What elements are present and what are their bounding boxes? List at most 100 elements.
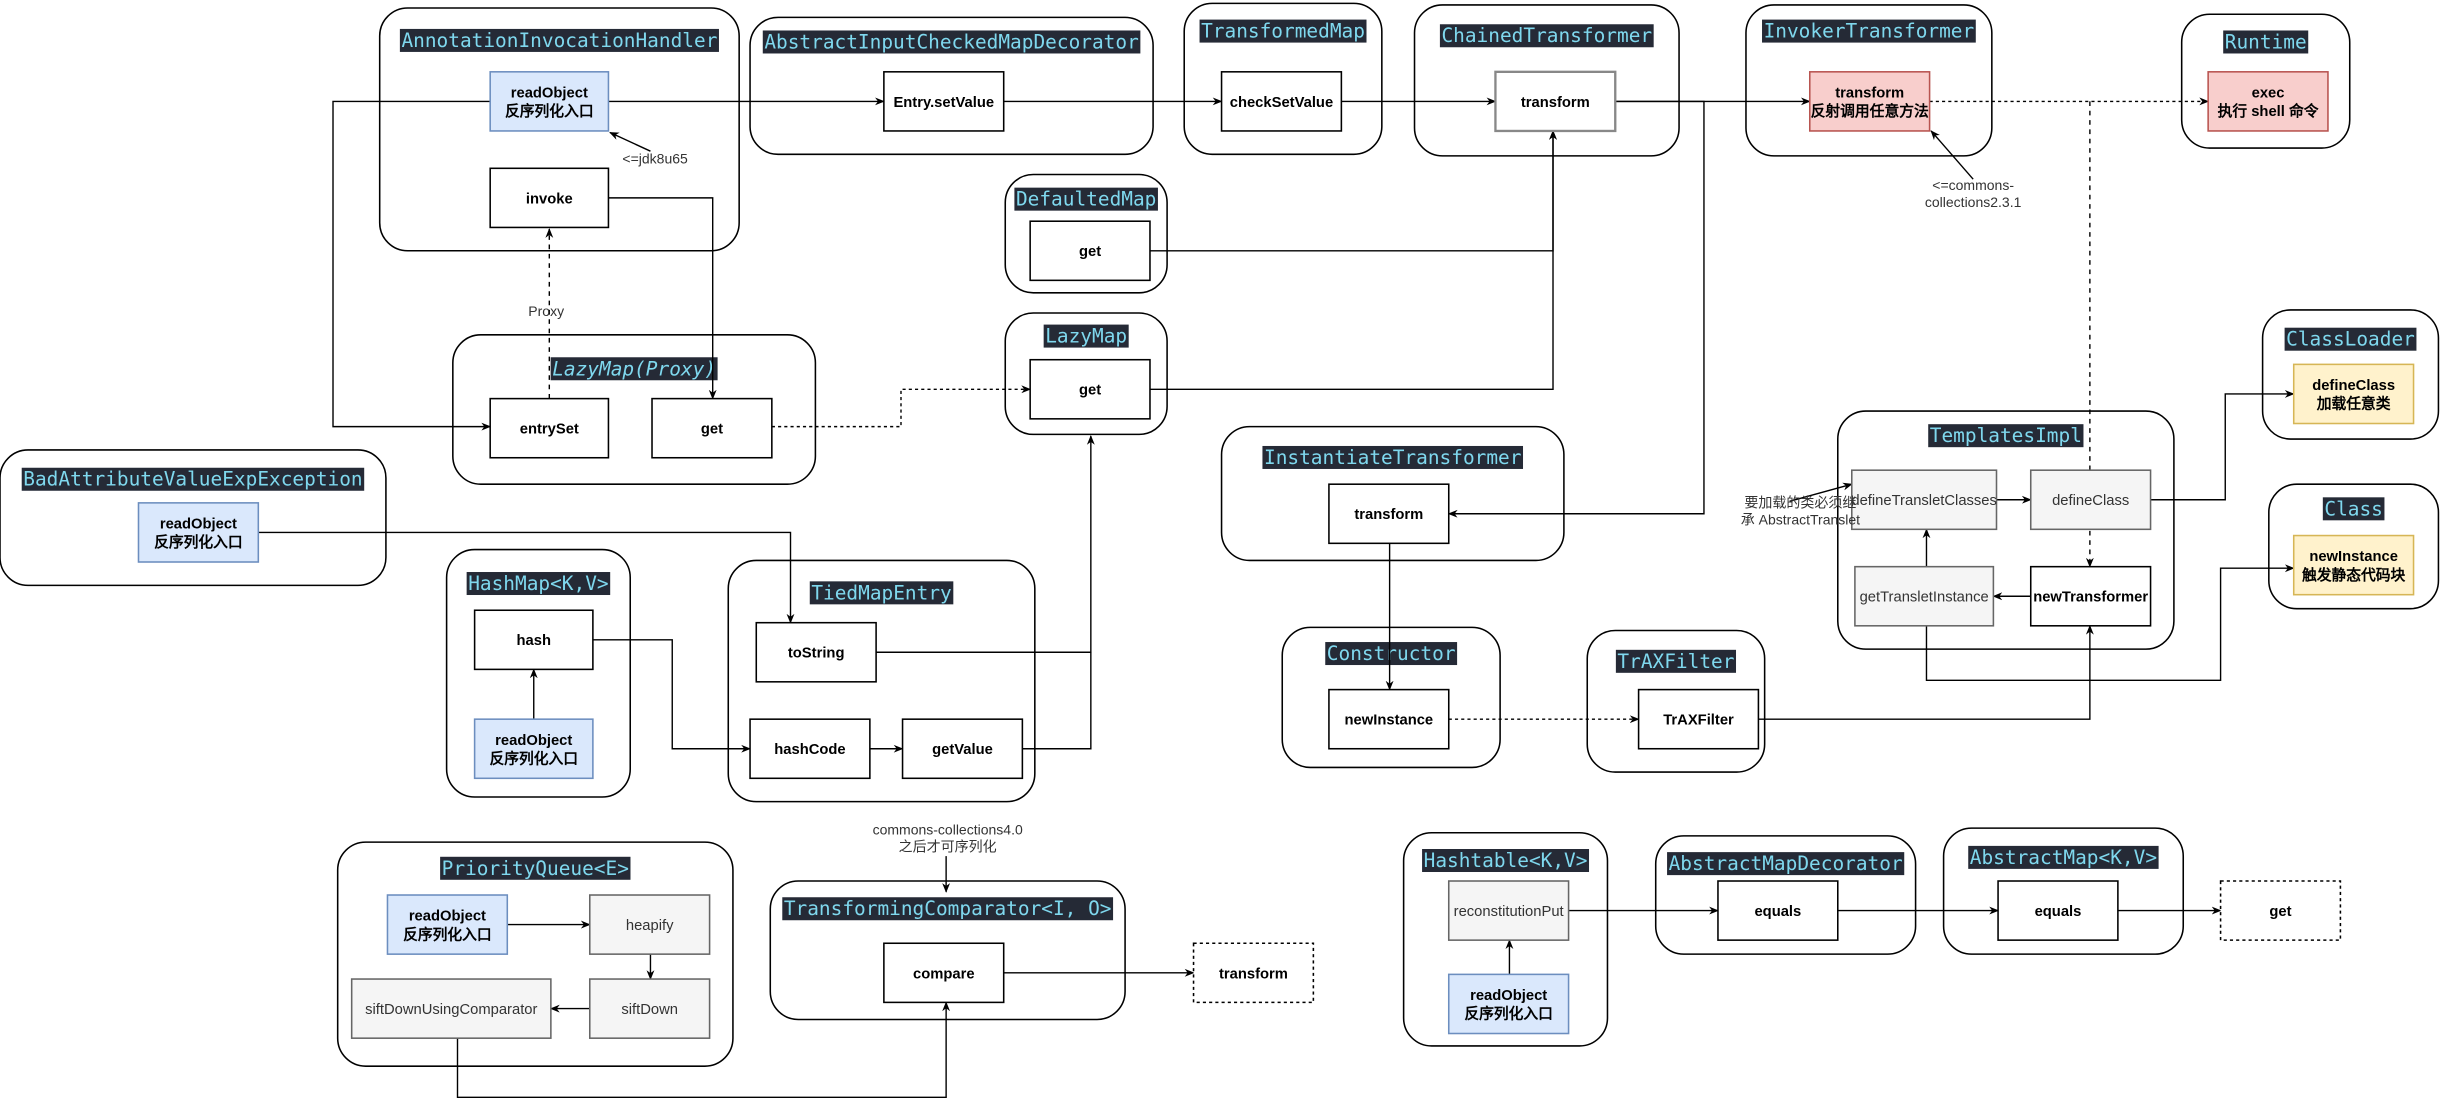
method-node-tr-axfilter[interactable]: TrAXFilter <box>1637 688 1760 750</box>
method-node-new-transformer[interactable]: newTransformer <box>2029 565 2152 627</box>
method-box[interactable] <box>901 718 1024 780</box>
method-box[interactable] <box>1637 688 1760 750</box>
method-name: getTransletInstance <box>1860 590 1989 606</box>
method-box[interactable] <box>489 167 610 229</box>
method-box[interactable] <box>651 397 773 459</box>
method-box[interactable] <box>755 621 877 683</box>
method-box[interactable] <box>2292 363 2415 425</box>
method-box[interactable] <box>1997 880 2119 941</box>
method-box[interactable] <box>1192 942 1315 1004</box>
method-node-entry-set-value[interactable]: Entry.setValue <box>883 71 1005 132</box>
method-node-get[interactable]: get <box>1029 220 1151 282</box>
method-box[interactable] <box>2207 71 2329 132</box>
method-node-sift-down-using-comparator[interactable]: siftDownUsingComparator <box>350 978 552 1039</box>
method-box[interactable] <box>489 71 610 132</box>
method-node-entry-set[interactable]: entrySet <box>489 397 610 459</box>
method-node-get[interactable]: get <box>1029 358 1151 420</box>
method-node-get[interactable]: get <box>651 397 773 459</box>
method-node-sift-down[interactable]: siftDown <box>588 978 711 1039</box>
method-name: siftDownUsingComparator <box>365 1002 537 1018</box>
method-box[interactable] <box>883 71 1005 132</box>
class-title-bg <box>809 581 954 605</box>
method-node-hash[interactable]: hash <box>473 609 594 671</box>
method-node-equals[interactable]: equals <box>1717 880 1839 941</box>
method-node-compare[interactable]: compare <box>883 942 1005 1004</box>
method-box[interactable] <box>473 718 594 780</box>
method-box[interactable] <box>1029 358 1151 420</box>
method-node-to-string[interactable]: toString <box>755 621 877 683</box>
method-box[interactable] <box>2292 534 2415 596</box>
method-node-transform[interactable]: transform <box>1328 483 1450 545</box>
class-title-bg <box>762 30 1141 54</box>
method-box[interactable] <box>137 502 260 563</box>
method-name: reconstitutionPut <box>1454 904 1564 920</box>
method-node-invoke[interactable]: invoke <box>489 167 610 229</box>
method-box[interactable] <box>749 718 871 780</box>
class-title-bg <box>466 572 611 596</box>
method-node-get[interactable]: get <box>2219 880 2342 941</box>
method-node-check-set-value[interactable]: checkSetValue <box>1220 71 1343 132</box>
method-box[interactable] <box>350 978 552 1039</box>
class-title: TransformingComparator<I, O> <box>784 897 1112 920</box>
class-title-bg <box>1928 424 2084 448</box>
method-box[interactable] <box>1717 880 1839 941</box>
method-box[interactable] <box>1328 483 1450 545</box>
method-box[interactable] <box>1029 220 1151 282</box>
method-box[interactable] <box>883 942 1005 1004</box>
method-description: 反射调用任意方法 <box>1811 102 1929 120</box>
method-box[interactable] <box>1328 688 1450 750</box>
method-box[interactable] <box>588 894 711 955</box>
method-box[interactable] <box>2219 880 2342 941</box>
method-node-define-translet-classes[interactable]: defineTransletClasses <box>1851 469 1998 531</box>
method-box[interactable] <box>386 894 509 955</box>
method-box[interactable] <box>2029 469 2152 531</box>
call-edge <box>1789 482 1853 502</box>
method-box[interactable] <box>1851 469 1998 531</box>
method-node-transform[interactable]: transform <box>1192 942 1315 1004</box>
method-node-new-instance[interactable]: newInstance <box>1328 688 1450 750</box>
method-node-reconstitution-put[interactable]: reconstitutionPut <box>1447 880 1570 941</box>
method-name: Entry.setValue <box>893 95 994 111</box>
method-node-transform[interactable]: transform <box>1494 70 1617 133</box>
method-name: readObject <box>511 86 588 102</box>
class-title-bg <box>1014 187 1158 211</box>
class-title-bg <box>550 357 718 381</box>
method-name: get <box>2269 904 2291 920</box>
class-title: TemplatesImpl <box>1930 424 2082 447</box>
method-node-heapify[interactable]: heapify <box>588 894 711 955</box>
class-title-bg <box>782 897 1114 921</box>
method-box[interactable] <box>489 397 610 459</box>
method-box[interactable] <box>473 609 594 671</box>
method-name: transform <box>1521 95 1590 111</box>
method-node-equals[interactable]: equals <box>1997 880 2119 941</box>
class-title-bg <box>2322 497 2385 521</box>
method-node-define-class[interactable]: defineClass <box>2029 469 2152 531</box>
method-node-hash-code[interactable]: hashCode <box>749 718 871 780</box>
method-box[interactable] <box>1808 71 1931 132</box>
method-box[interactable] <box>1494 70 1617 133</box>
class-title: Hashtable<K,V> <box>1424 849 1588 872</box>
method-node-get-translet-instance[interactable]: getTransletInstance <box>1854 565 1995 627</box>
class-title: AbstractMap<K,V> <box>1970 846 2157 869</box>
method-box[interactable] <box>1447 973 1570 1035</box>
method-name: get <box>1079 383 1101 399</box>
method-node-get-value[interactable]: getValue <box>901 718 1024 780</box>
method-box[interactable] <box>1447 880 1570 941</box>
class-title: TransformedMap <box>1201 20 1365 43</box>
call-edge <box>592 639 752 753</box>
method-box[interactable] <box>2029 565 2152 627</box>
method-box[interactable] <box>588 978 711 1039</box>
method-box[interactable] <box>1220 71 1343 132</box>
annotation-text: collections2.3.1 <box>1925 194 2022 210</box>
method-box[interactable] <box>1854 565 1995 627</box>
class-title-bg <box>440 856 631 880</box>
